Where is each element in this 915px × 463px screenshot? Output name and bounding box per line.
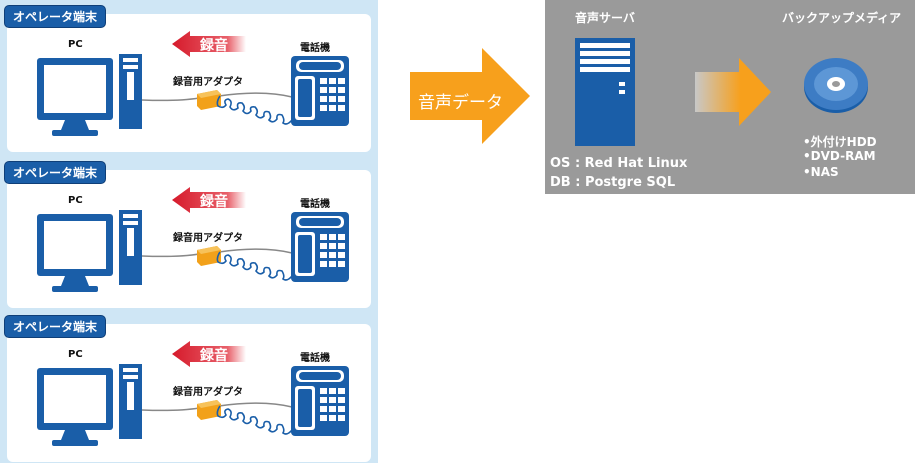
backup-media-item: •外付けHDD [803,135,877,149]
monitor-icon [37,368,113,446]
recording-adapter-icon [197,246,221,266]
operator-terminals-panel: オペレータ端末 [0,0,378,463]
adapter-label: 録音用アダプタ [173,387,243,398]
operator-terminal-tag: オペレータ端末 [4,5,107,28]
record-arrow-icon [172,187,246,213]
server-tower-icon [575,38,635,146]
operator-terminal-tag: オペレータ端末 [4,161,107,184]
recording-adapter-icon [197,90,221,110]
audio-data-label: 音声データ [418,93,503,113]
adapter-phone-cable [218,248,293,254]
pc-tower-icon [119,364,142,439]
telephone-icon [291,366,349,436]
pc-label: PC [68,39,83,50]
operator-terminal-2: オペレータ端末 [4,161,371,308]
adapter-phone-cable [218,92,293,98]
operator-terminal-tag: オペレータ端末 [4,315,107,338]
pc-adapter-cable [141,97,200,102]
backup-media-item: •DVD-RAM [803,149,876,163]
record-indicator: 録音 [172,341,246,367]
pc-tower-icon [119,54,142,129]
recording-adapter-icon [197,400,221,420]
record-label: 録音 [200,348,228,364]
audio-data-arrow-icon [410,48,530,144]
phone-label: 電話機 [300,43,330,54]
record-arrow-icon [172,31,246,57]
operator-terminal-3: オペレータ端末 [4,315,371,462]
record-label: 録音 [200,38,228,54]
adapter-label: 録音用アダプタ [173,77,243,88]
operator-terminal-1: オペレータ端末 [4,5,371,152]
coiled-cord [216,95,293,125]
record-arrow-icon [172,341,246,367]
pc-adapter-cable [141,253,200,258]
monitor-icon [37,58,113,136]
record-label: 録音 [200,194,228,210]
monitor-icon [37,214,113,292]
coiled-cord [216,251,293,281]
telephone-icon [291,212,349,282]
terminal-illustration [37,210,349,292]
server-title: 音声サーバ [575,11,635,25]
telephone-icon [291,56,349,126]
server-os-text: OS : Red Hat Linux [550,156,688,171]
phone-label: 電話機 [300,353,330,364]
pc-label: PC [68,195,83,206]
record-indicator: 録音 [172,187,246,213]
disc-icon [804,58,868,113]
adapter-label: 録音用アダプタ [173,233,243,244]
backup-media-item: •NAS [803,165,839,179]
pc-tower-icon [119,210,142,285]
backup-media-title: バックアップメディア [782,11,902,25]
phone-label: 電話機 [300,199,330,210]
record-indicator: 録音 [172,31,246,57]
pc-adapter-cable [141,407,200,412]
backup-flow-arrow-icon [695,58,771,126]
server-db-text: DB : Postgre SQL [550,175,676,190]
coiled-cord [216,405,293,435]
terminal-illustration [37,54,349,136]
terminal-illustration [37,364,349,446]
adapter-phone-cable [218,402,293,408]
server-panel: 音声サーバ バックアップメディア OS : Red Hat Linux DB :… [545,0,915,194]
pc-label: PC [68,349,83,360]
